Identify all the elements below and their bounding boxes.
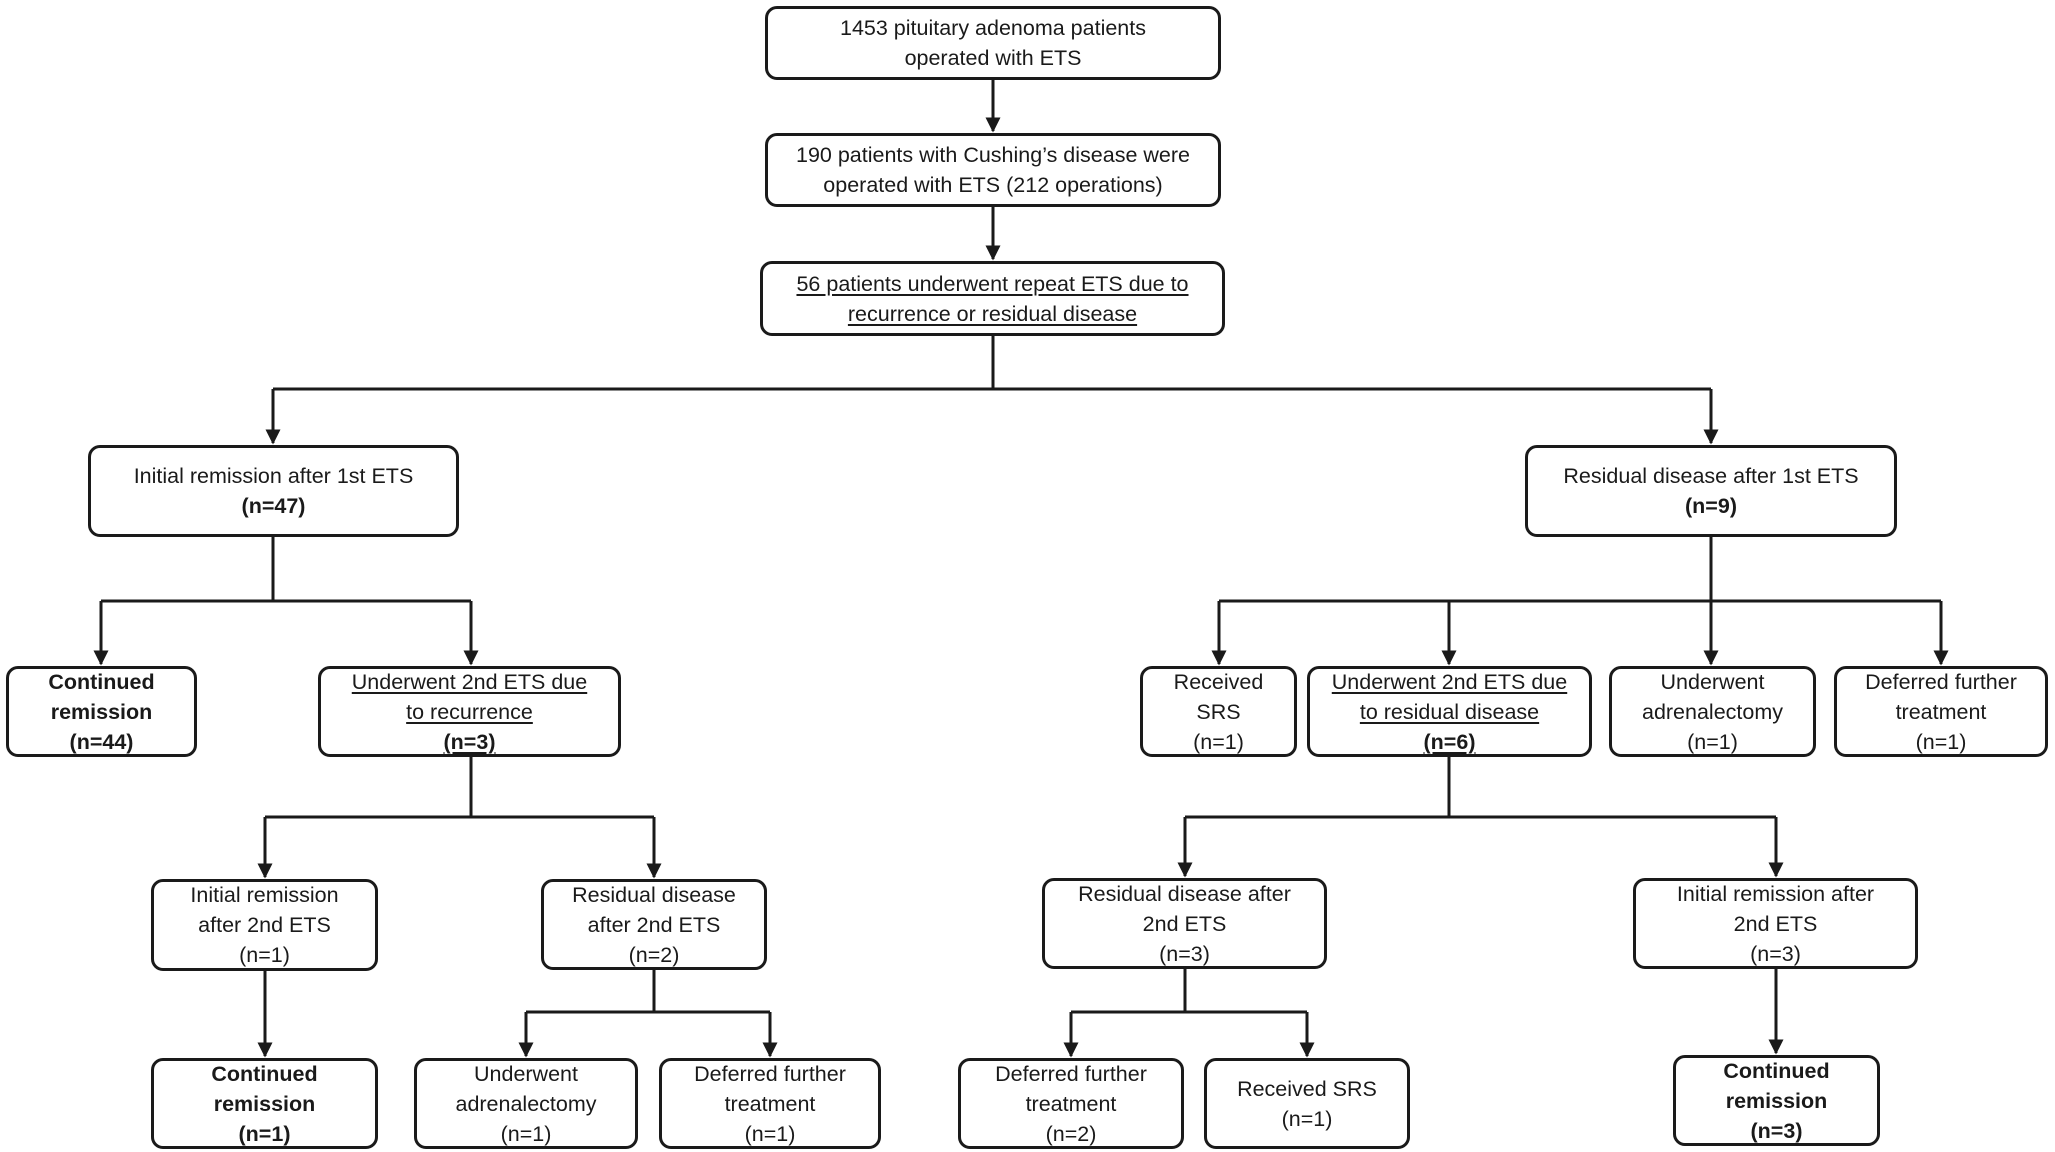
node-line: operated with ETS (212 operations) bbox=[823, 173, 1163, 197]
node-count: (n=6) bbox=[1423, 729, 1476, 754]
node-line: Deferred further bbox=[1865, 669, 2017, 694]
node-right-adrenalectomy: Underwent adrenalectomy (n=1) bbox=[1609, 666, 1816, 757]
node-line: 1453 pituitary adenoma patients bbox=[840, 16, 1146, 40]
node-count: (n=1) bbox=[1281, 1106, 1333, 1131]
node-line: Initial remission bbox=[190, 883, 339, 907]
node-count: (n=1) bbox=[500, 1121, 552, 1146]
node-count: (n=2) bbox=[1045, 1121, 1097, 1146]
node-right-remission-2nd-ets: Initial remission after 2nd ETS (n=3) bbox=[1633, 878, 1918, 969]
node-right-received-srs-final: Received SRS (n=1) bbox=[1204, 1058, 1410, 1149]
node-line: Underwent bbox=[1660, 669, 1765, 694]
node-count: (n=3) bbox=[443, 729, 496, 754]
node-count: (n=3) bbox=[1750, 941, 1801, 966]
node-left-deferred-treatment: Deferred further treatment (n=1) bbox=[659, 1058, 881, 1149]
node-cushings-disease-patients: 190 patients with Cushing’s disease were… bbox=[765, 133, 1221, 207]
node-line: 2nd ETS bbox=[1733, 911, 1818, 936]
node-line: adrenalectomy bbox=[1641, 699, 1784, 724]
node-line: treatment bbox=[1895, 699, 1987, 724]
node-second-ets-residual: Underwent 2nd ETS due to residual diseas… bbox=[1307, 666, 1592, 757]
node-line: recurrence or residual disease bbox=[847, 301, 1138, 326]
node-line: remission bbox=[213, 1091, 316, 1116]
node-count: (n=1) bbox=[238, 1121, 291, 1146]
node-line: adrenalectomy bbox=[455, 1091, 597, 1116]
node-line: remission bbox=[1725, 1088, 1828, 1113]
node-line: to residual disease bbox=[1359, 699, 1540, 724]
node-line: Initial remission after bbox=[1676, 881, 1875, 906]
node-count: (n=44) bbox=[69, 729, 134, 754]
node-line: 56 patients underwent repeat ETS due to bbox=[796, 271, 1189, 296]
node-line: after 2nd ETS bbox=[587, 912, 721, 937]
node-line: Residual disease after bbox=[1078, 881, 1291, 906]
node-left-remission-2nd-ets: Initial remission after 2nd ETS (n=1) bbox=[151, 879, 378, 971]
node-count: (n=1) bbox=[239, 943, 290, 967]
node-line: operated with ETS bbox=[904, 46, 1082, 70]
node-left-residual-2nd-ets: Residual disease after 2nd ETS (n=2) bbox=[541, 879, 767, 970]
node-repeat-ets: 56 patients underwent repeat ETS due to … bbox=[760, 261, 1225, 336]
node-label: Residual disease after 1st ETS bbox=[1563, 464, 1859, 488]
node-line: to recurrence bbox=[406, 699, 533, 724]
node-line: SRS bbox=[1196, 699, 1241, 724]
node-count: (n=1) bbox=[1915, 729, 1967, 754]
node-count: (n=9) bbox=[1685, 494, 1737, 518]
node-residual-disease-1st-ets: Residual disease after 1st ETS (n=9) bbox=[1525, 445, 1897, 537]
node-count: (n=3) bbox=[1750, 1118, 1803, 1143]
node-line: Underwent bbox=[474, 1061, 578, 1086]
node-right-received-srs: Received SRS (n=1) bbox=[1140, 666, 1297, 757]
node-second-ets-recurrence: Underwent 2nd ETS due to recurrence (n=3… bbox=[318, 666, 621, 757]
node-label: Initial remission after 1st ETS bbox=[133, 464, 414, 488]
node-left-continued-remission-final: Continued remission (n=1) bbox=[151, 1058, 378, 1149]
node-initial-remission-1st-ets: Initial remission after 1st ETS (n=47) bbox=[88, 445, 459, 537]
node-line: Deferred further bbox=[694, 1061, 846, 1086]
node-right-deferred-treatment: Deferred further treatment (n=1) bbox=[1834, 666, 2048, 757]
node-right-deferred-final: Deferred further treatment (n=2) bbox=[958, 1058, 1184, 1149]
node-label: Received SRS bbox=[1237, 1076, 1377, 1101]
node-continued-remission: Continued remission (n=44) bbox=[6, 666, 197, 757]
node-line: treatment bbox=[1025, 1091, 1117, 1116]
node-count: (n=1) bbox=[744, 1121, 796, 1146]
node-count: (n=1) bbox=[1193, 729, 1244, 754]
node-line: Underwent 2nd ETS due bbox=[1331, 669, 1568, 694]
node-line: 2nd ETS bbox=[1142, 911, 1227, 936]
node-count: (n=47) bbox=[241, 494, 306, 518]
node-line: treatment bbox=[724, 1091, 816, 1116]
node-line: remission bbox=[50, 699, 153, 724]
node-count: (n=1) bbox=[1687, 729, 1738, 754]
node-count: (n=2) bbox=[628, 942, 680, 967]
node-left-adrenalectomy: Underwent adrenalectomy (n=1) bbox=[414, 1058, 638, 1149]
node-line: Residual disease bbox=[572, 882, 736, 907]
node-pituitary-adenoma-patients: 1453 pituitary adenoma patients operated… bbox=[765, 6, 1221, 80]
node-right-continued-remission-final: Continued remission (n=3) bbox=[1673, 1055, 1880, 1146]
node-line: Received bbox=[1173, 669, 1264, 694]
node-line: 190 patients with Cushing’s disease were bbox=[795, 143, 1190, 167]
node-line: after 2nd ETS bbox=[198, 913, 331, 937]
node-line: Deferred further bbox=[995, 1061, 1147, 1086]
node-line: Continued bbox=[48, 669, 155, 694]
node-count: (n=3) bbox=[1159, 941, 1210, 966]
node-line: Continued bbox=[211, 1061, 318, 1086]
node-right-residual-2nd-ets: Residual disease after 2nd ETS (n=3) bbox=[1042, 878, 1327, 969]
node-line: Continued bbox=[1723, 1058, 1830, 1083]
node-line: Underwent 2nd ETS due bbox=[351, 669, 588, 694]
